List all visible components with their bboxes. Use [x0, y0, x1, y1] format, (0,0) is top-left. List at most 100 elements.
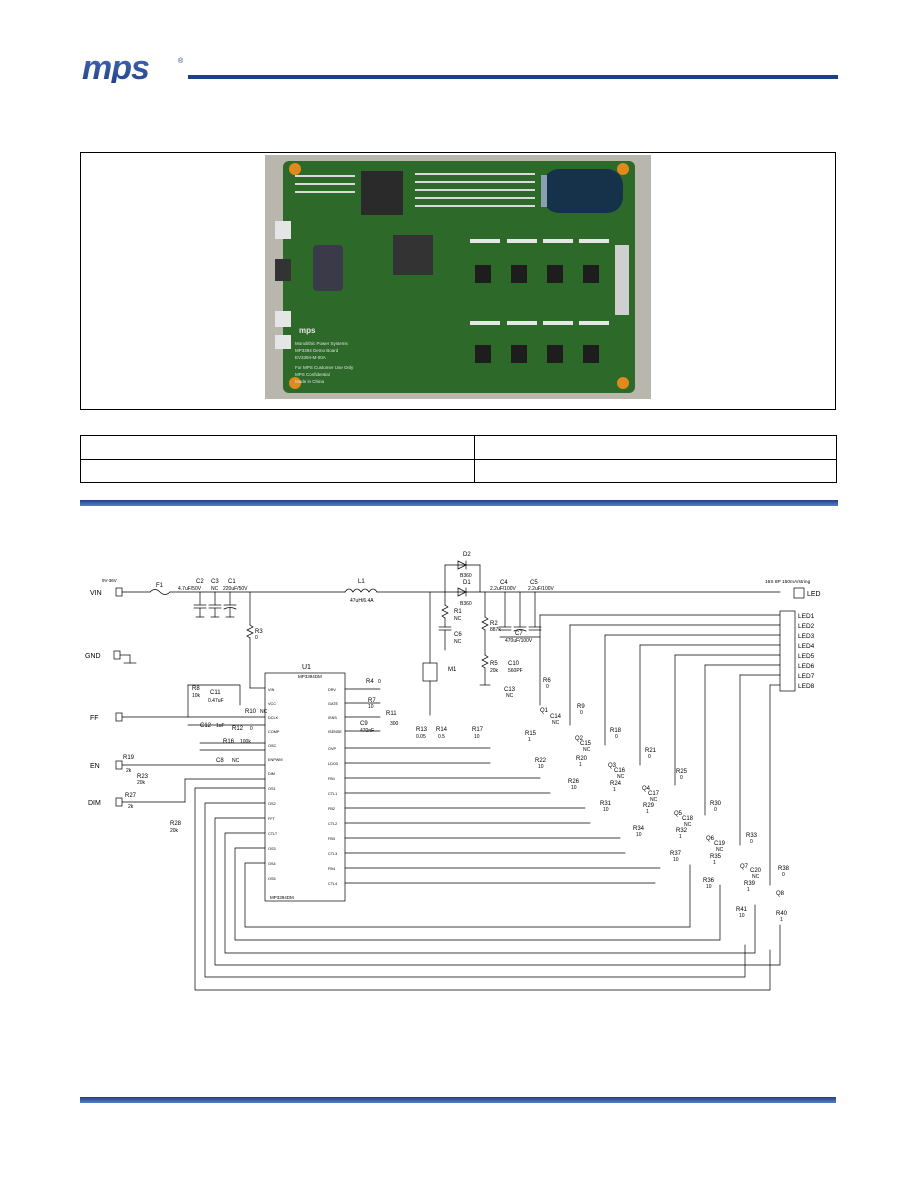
r4-ref: R4 [366, 679, 374, 685]
header-rule [188, 75, 838, 79]
u1-pin-label: FB3 [328, 837, 335, 841]
logo-text: mps [82, 53, 149, 83]
r20-value: 1 [579, 762, 582, 768]
c6-value: NC [454, 639, 462, 645]
led5-label: LED5 [798, 653, 815, 660]
r8-value: 10k [192, 693, 201, 699]
c16-ref: C16 [614, 768, 626, 774]
u1-pin-label: FB2 [328, 807, 335, 811]
l1-ref: L1 [358, 579, 365, 585]
r26-ref: R26 [568, 779, 580, 785]
r14-ref: R14 [436, 727, 448, 733]
u1-pin-label: OSC [268, 744, 276, 748]
r16-value: 100k [240, 739, 251, 745]
r40-ref: R40 [776, 911, 788, 917]
r5-value: 20k [490, 668, 499, 674]
r37-ref: R37 [670, 851, 682, 857]
r17-value: 10 [474, 734, 480, 740]
u1-pin-label: ENPWM [268, 758, 283, 762]
r10-value: NC [260, 709, 268, 715]
c5-ref: C5 [530, 580, 538, 586]
r34-value: 10 [636, 832, 642, 838]
r5-ref: R5 [490, 661, 498, 667]
q4-ref: Q4 [642, 786, 651, 792]
u1-part: MP3394DM [298, 674, 322, 679]
section-rule [80, 500, 838, 506]
d1-value: B360 [460, 601, 472, 607]
c19-ref: C19 [714, 841, 726, 847]
r28-ref: R28 [170, 821, 182, 827]
table-cell [474, 458, 837, 483]
c18-ref: C18 [682, 816, 694, 822]
led2-label: LED2 [798, 623, 815, 630]
ff-connector [115, 712, 123, 722]
r32-ref: R32 [676, 828, 688, 834]
u1-pin-label: CTL1 [328, 792, 337, 796]
m1-ref: M1 [448, 667, 457, 673]
c7-ref: C7 [515, 631, 523, 637]
r41-value: 10 [739, 913, 745, 919]
dim-connector [115, 797, 123, 807]
r9-ref: R9 [577, 704, 585, 710]
table-cell [474, 435, 837, 460]
r7-ref: R7 [368, 698, 376, 704]
r39-ref: R39 [744, 881, 756, 887]
c10-ref: C10 [508, 661, 520, 667]
r19-ref: R19 [123, 755, 135, 761]
q3-ref: Q3 [608, 763, 617, 769]
u1-pin-label: FFT [268, 817, 276, 821]
u1-pin-label: OS4 [268, 862, 276, 866]
gnd-connector [113, 650, 121, 660]
c19-value: NC [716, 847, 724, 853]
board-silkscreen-line: For MPS Customer Use Only [295, 365, 354, 370]
r10-ref: R10 [245, 709, 257, 715]
r18-value: 0 [615, 734, 618, 740]
r25-ref: R25 [676, 769, 688, 775]
led-header [779, 610, 796, 692]
r34-ref: R34 [633, 826, 645, 832]
r41-ref: R41 [736, 907, 748, 913]
r1-value: NC [454, 616, 462, 622]
c2-value: 4.7uF/50V [178, 586, 202, 592]
c17-value: NC [650, 797, 658, 803]
u1-pin-label: CTLT [268, 832, 278, 836]
vin-label: VIN [90, 590, 102, 597]
r3-ref: R3 [255, 629, 263, 635]
r12-value: 0 [250, 726, 253, 732]
r15-value: 1 [528, 737, 531, 743]
led6-label: LED6 [798, 663, 815, 670]
r19-value: 2k [126, 768, 132, 774]
c4-ref: C4 [500, 580, 508, 586]
r26-value: 10 [571, 785, 577, 791]
u1-pin-label: DRV [328, 688, 336, 692]
c3-value: NC [211, 586, 219, 592]
c4-value: 2.2uF/100V [490, 586, 517, 592]
led8-label: LED8 [798, 683, 815, 690]
en-connector [115, 760, 123, 770]
board-silkscreen-line: Monolithic Power Systems [295, 341, 349, 346]
r29-ref: R29 [643, 803, 655, 809]
q6-ref: Q6 [706, 836, 715, 842]
r18-ref: R18 [610, 728, 622, 734]
table-cell [80, 458, 475, 483]
r22-value: 10 [538, 764, 544, 770]
logo-registered-mark: ® [178, 57, 184, 65]
r30-ref: R30 [710, 801, 722, 807]
l1-value: 47uH/6.4A [350, 598, 374, 604]
c13-value: NC [506, 693, 514, 699]
r33-ref: R33 [746, 833, 758, 839]
c5-value: 2.2uF/100V [528, 586, 555, 592]
schematic-diagram: VIN 9V-36V GND FF EN DIM LED 16S 8P 150m… [85, 552, 821, 991]
board-silkscreen-line: MP3394 Demo Board [295, 348, 339, 353]
u1-pin-label: OVP [328, 747, 336, 751]
q2-ref: Q2 [575, 736, 584, 742]
u1-pin-label: GATE [328, 702, 339, 706]
u1-pin-label: DIM [268, 772, 275, 776]
mps-logo: mps ® [82, 53, 184, 83]
r36-value: 10 [706, 884, 712, 890]
r29-value: 1 [646, 809, 649, 815]
c8-ref: C8 [216, 758, 224, 764]
r16-ref: R16 [223, 739, 235, 745]
r35-value: 1 [713, 860, 716, 866]
d1-ref: D1 [463, 580, 471, 586]
